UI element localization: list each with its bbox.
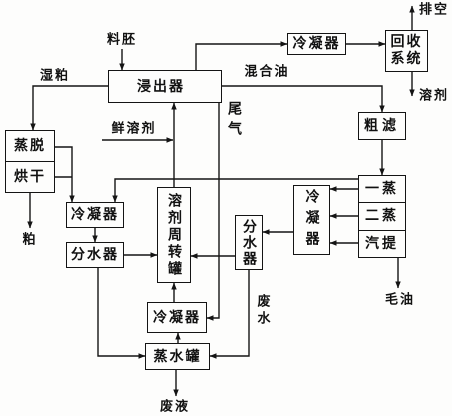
bottom-condenser-label: 冷凝器 [153,309,201,326]
recovery-system-label-line2: 系统 [390,51,423,67]
desolventizer-label: 蒸脱 [14,138,46,154]
flow-extractor-to-top-condenser [195,41,288,70]
steam-water-tank-label: 蒸水罐 [153,348,202,365]
first-evaporator-section: 一蒸 [359,176,405,202]
wet-meal-label: 湿粕 [39,68,71,84]
middle-water-separator-box: 分水器 [235,215,263,270]
solvent-tank-label: 溶剂周转罐 [166,192,182,278]
vent-label: 排空 [418,2,450,18]
second-evaporator-section: 二蒸 [359,202,405,229]
top-condenser-label: 冷凝器 [292,36,341,52]
flow-wet-meal-to-desolventizer [30,85,108,131]
middle-water-separator-label: 分水器 [241,218,257,267]
recovery-system-box: 回收 系统 [385,30,428,72]
extractor-label: 浸出器 [137,78,185,95]
crude-oil-label: 毛油 [384,292,416,308]
stripper-label: 汽提 [365,235,399,252]
tail-gas-label: 尾气 [226,101,242,141]
solvent-tank-box: 溶剂周转罐 [157,187,191,283]
top-condenser-box: 冷凝器 [287,33,346,55]
bottom-condenser-box: 冷凝器 [147,302,207,333]
fresh-solvent-label: 鲜溶剂 [111,121,157,137]
dryer-section: 烘干 [6,161,54,192]
left-water-separator-box: 分水器 [66,242,124,268]
second-evaporator-label: 二蒸 [365,208,399,225]
dryer-label: 烘干 [14,169,46,185]
left-condenser-label: 冷凝器 [71,207,119,223]
flow-middle-separator-to-steam-tank [209,270,250,359]
flow-tail-gas-to-bottom-condenser [206,103,220,321]
coarse-filter-label: 粗滤 [364,118,400,134]
steam-water-tank-box: 蒸水罐 [145,343,210,370]
recovery-system-label-line1: 回收 [390,34,423,50]
right-condenser-label: 冷凝器 [303,188,320,252]
flow-evaporator-vapour-to-left-condenser [112,178,358,203]
first-evaporator-label: 一蒸 [365,181,399,198]
flow-mixed-oil-to-filter [222,85,385,113]
waste-liquid-label: 废液 [159,399,191,415]
waste-water-label: 废水 [254,294,270,328]
extractor-box: 浸出器 [108,70,222,103]
recovered-solvent-label: 溶剂 [418,88,450,104]
left-condenser-box: 冷凝器 [66,202,124,228]
feed-label: 料胚 [106,32,138,48]
desolventizer-dryer-box: 蒸脱 烘干 [5,130,55,193]
evaporator-stripper-box: 一蒸 二蒸 汽提 [358,175,406,258]
flow-desolventizer-to-left-condenser [55,146,75,203]
right-condenser-box: 冷凝器 [293,185,330,255]
mixed-oil-label: 混合油 [244,64,290,80]
desolventizer-section: 蒸脱 [6,131,54,161]
flow-left-separator-to-steam-tank [97,268,146,359]
stripper-section: 汽提 [359,229,405,257]
meal-label: 粕 [22,232,38,248]
coarse-filter-box: 粗滤 [358,112,406,140]
left-water-separator-label: 分水器 [71,247,119,263]
